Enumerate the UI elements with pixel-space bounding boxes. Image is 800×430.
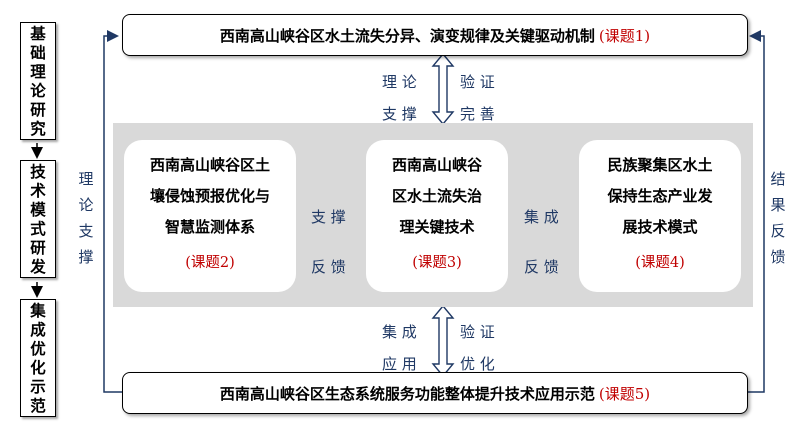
topic1-box: 西南高山峡谷区水土流失分异、演变规律及关键驱动机制 (课题1) (122, 14, 748, 56)
topic3-tag: (课题3) (412, 255, 462, 271)
stage-integration-demo-label: 集成优化示范 (30, 301, 46, 415)
topic4-line: 保持生态产业发 (607, 187, 713, 205)
label-text: 理 论 (382, 73, 417, 91)
topic3-line: 区水土流失治 (391, 187, 482, 205)
label-top-right: 验 证 完 善 (460, 66, 495, 130)
label-bottom-left: 集 成 应 用 (382, 316, 417, 380)
topic3-card: 西南高山峡谷 区水土流失治 理关键技术 (课题3) (366, 140, 508, 292)
stage-tech-development-label: 技术模式研发 (30, 162, 46, 276)
topic2-tag: (课题2) (185, 255, 235, 271)
double-arrow-bottom (431, 304, 455, 378)
topic1-title: 西南高山峡谷区水土流失分异、演变规律及关键驱动机制 (219, 26, 595, 45)
label-text: 反 馈 (524, 258, 559, 276)
stage-basic-theory: 基础理论研究 (20, 22, 56, 140)
topic2-card: 西南高山峡谷区土 壤侵蚀预报优化与 智慧监测体系 (课题2) (124, 140, 296, 292)
topic4-line: 展技术模式 (622, 218, 698, 236)
label-text: 应 用 (382, 355, 417, 373)
topic5-box: 西南高山峡谷区生态系统服务功能整体提升技术应用示范 (课题5) (122, 372, 748, 414)
label-bottom-right: 验 证 优 化 (460, 316, 495, 380)
topic2-line: 智慧监测体系 (164, 218, 255, 236)
label-text: 验 证 (460, 73, 495, 91)
topic3-line: 西南高山峡谷 (391, 156, 482, 174)
label-top-left: 理 论 支 撑 (382, 66, 417, 130)
topic3-line: 理关键技术 (399, 218, 475, 236)
label-text: 优 化 (460, 355, 495, 373)
topic2-line: 壤侵蚀预报优化与 (149, 187, 270, 205)
label-mid-right: 集 成 反 馈 (524, 192, 559, 292)
stage-integration-demo: 集成优化示范 (20, 299, 56, 417)
label-text: 支 撑 (311, 208, 346, 226)
stage-tech-development: 技术模式研发 (20, 160, 56, 278)
topic5-title: 西南高山峡谷区生态系统服务功能整体提升技术应用示范 (219, 384, 595, 403)
label-text: 支 撑 (382, 105, 417, 123)
topic4-tag: (课题4) (635, 255, 685, 271)
label-text: 集 成 (382, 323, 417, 341)
double-arrow-top (431, 52, 455, 126)
label-side-right: 结果反馈 (770, 170, 786, 266)
label-text: 反 馈 (311, 258, 346, 276)
label-text: 集 成 (524, 208, 559, 226)
topic1-tag: (课题1) (598, 26, 651, 45)
label-mid-left: 支 撑 反 馈 (311, 192, 346, 292)
topic4-line: 民族聚集区水土 (607, 156, 713, 174)
topic5-tag: (课题5) (598, 384, 651, 403)
stage-basic-theory-label: 基础理论研究 (30, 24, 46, 138)
topic2-line: 西南高山峡谷区土 (149, 156, 270, 174)
topic4-card: 民族聚集区水土 保持生态产业发 展技术模式 (课题4) (579, 140, 741, 292)
label-side-left: 理论支撑 (78, 170, 94, 266)
label-text: 完 善 (460, 105, 495, 123)
label-text: 验 证 (460, 323, 495, 341)
